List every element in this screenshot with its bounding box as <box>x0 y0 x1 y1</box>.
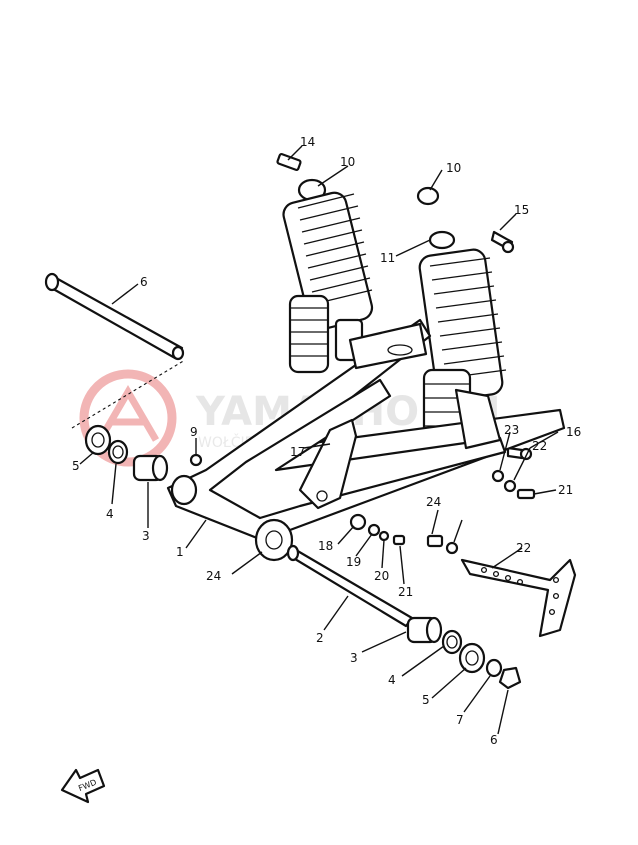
label-4-left: 4 <box>106 507 114 521</box>
label-3-left: 3 <box>142 529 150 543</box>
label-12-top: 14 <box>300 135 315 149</box>
label-10-left: 10 <box>340 155 355 169</box>
label-13: 17 <box>290 445 305 459</box>
label-5-right: 5 <box>422 693 430 707</box>
fwd-arrow-icon: FWD <box>60 768 106 804</box>
label-6-top: 6 <box>140 275 148 289</box>
part-5-4-3-left-seals <box>84 424 169 482</box>
label-19: 21 <box>558 483 573 497</box>
label-5-left: 5 <box>72 459 80 473</box>
label-6-bottom: 6 <box>490 733 498 747</box>
leader-lines <box>79 145 559 735</box>
part-3-4-5-7-6-right-seals <box>406 616 522 690</box>
label-11: 11 <box>380 251 395 265</box>
label-9: 9 <box>190 425 198 439</box>
label-1: 1 <box>176 545 184 559</box>
label-15: 19 <box>346 555 361 569</box>
part-13-bracket <box>298 418 358 510</box>
label-21: 23 <box>504 423 519 437</box>
label-24: 24 <box>206 569 221 583</box>
part-14-17-fasteners <box>349 513 406 546</box>
label-3-right: 3 <box>350 651 358 665</box>
label-10-right: 10 <box>446 161 461 175</box>
label-14: 18 <box>318 539 333 553</box>
part-10-right-shock <box>416 186 507 444</box>
watermark-logo-mark <box>96 385 160 442</box>
part-1-swing-arm <box>166 318 566 562</box>
label-22: 24 <box>426 495 441 509</box>
label-12-right: 15 <box>514 203 529 217</box>
label-4-right: 4 <box>388 673 396 687</box>
label-17: 21 <box>398 585 413 599</box>
label-20: 22 <box>532 439 547 453</box>
part-18-bracket <box>460 558 577 638</box>
label-7: 7 <box>456 713 464 727</box>
label-18: 22 <box>516 541 531 555</box>
label-2: 2 <box>316 631 324 645</box>
label-12-side: 16 <box>566 425 581 439</box>
watermark-logo-icon <box>79 369 177 467</box>
part-number-labels: 14 10 10 15 11 6 9 17 16 23 22 21 24 18 … <box>72 135 581 747</box>
part-19-23-fasteners <box>426 469 536 555</box>
label-16: 20 <box>374 569 389 583</box>
part-6-axle-rod <box>44 272 186 429</box>
part-12-bolts <box>490 230 533 461</box>
part-9-grease-nipple <box>189 453 203 467</box>
